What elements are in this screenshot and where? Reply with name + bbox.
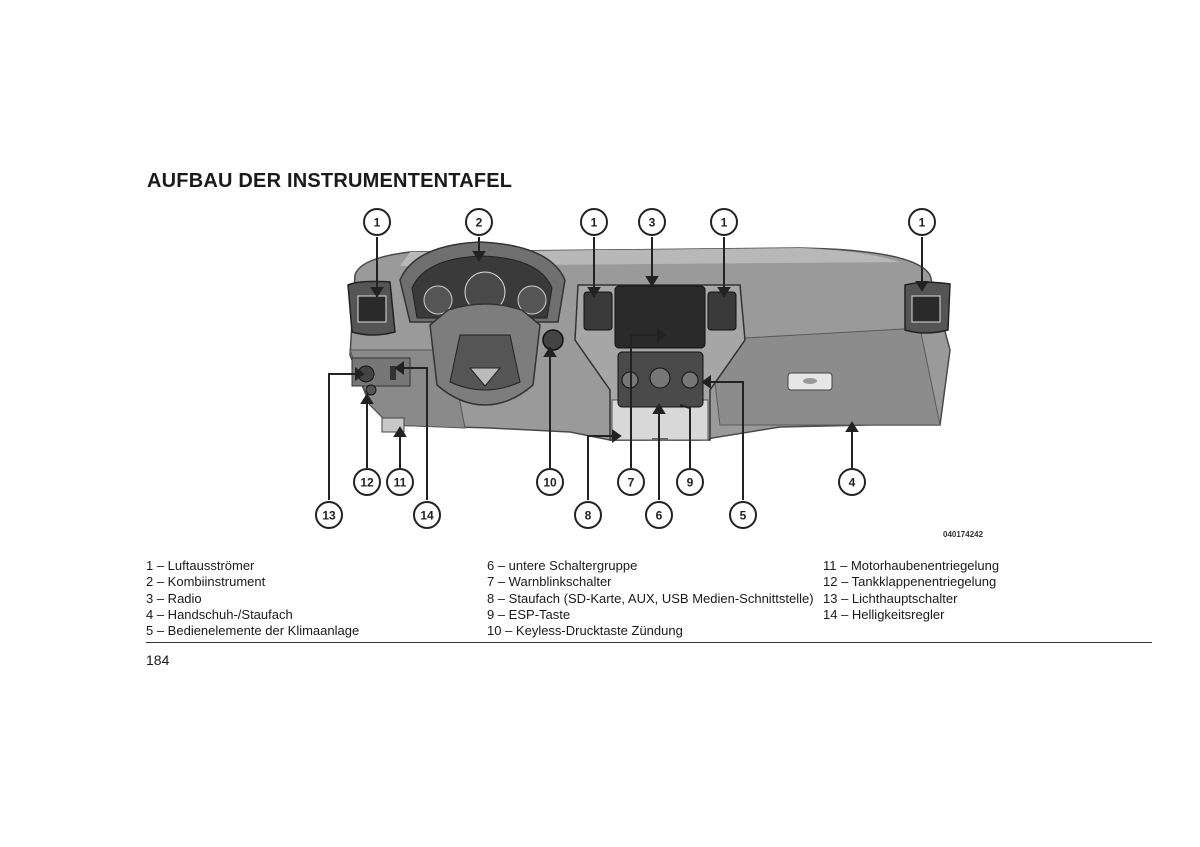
svg-text:9: 9 <box>687 476 694 490</box>
page-number: 184 <box>146 652 170 668</box>
legend-item: 8 – Staufach (SD-Karte, AUX, USB Medien-… <box>487 590 814 606</box>
glovebox-latch <box>803 378 817 384</box>
legend-item: 5 – Bedienelemente der Klimaanlage <box>146 623 360 639</box>
dashboard-illustration: 1 2 1 3 1 1 13 12 11 14 10 8 7 6 9 5 4 <box>300 200 1020 545</box>
center-left-vent <box>583 291 613 331</box>
legend-item: 3 – Radio <box>146 590 202 606</box>
steering-emblem <box>468 367 502 387</box>
fuel-door-release <box>365 384 377 396</box>
svg-text:1: 1 <box>721 216 728 230</box>
svg-text:4: 4 <box>849 476 856 490</box>
legend-item: 10 – Keyless-Drucktaste Zündung <box>487 623 683 639</box>
right-gauge <box>517 285 547 315</box>
climate-knob-center <box>649 367 671 389</box>
page-title: AUFBAU DER INSTRUMENTENTAFEL <box>147 170 513 192</box>
leader-lines <box>328 237 929 500</box>
callout-6: 6 <box>645 501 673 529</box>
callout-9: 9 <box>676 468 704 496</box>
left-gauge <box>423 285 453 315</box>
footer-rule <box>146 642 1152 643</box>
callout-1c: 1 <box>710 208 738 236</box>
svg-text:10: 10 <box>543 476 557 490</box>
legend-item: 14 – Helligkeitsregler <box>823 606 945 622</box>
right-vent-grille <box>911 295 941 323</box>
callout-12: 12 <box>353 468 381 496</box>
center-right-vent <box>707 291 737 331</box>
svg-text:2: 2 <box>476 216 483 230</box>
legend-item: 2 – Kombiinstrument <box>146 574 266 590</box>
legend-item: 1 – Luftausströmer <box>146 558 255 573</box>
legend-item: 4 – Handschuh-/Staufach <box>146 606 293 622</box>
svg-text:12: 12 <box>360 476 374 490</box>
callout-circles: 1 2 1 3 1 1 13 12 11 14 10 8 7 6 9 5 4 <box>315 208 936 529</box>
svg-text:1: 1 <box>919 216 926 230</box>
legend-item: 11 – Motorhaubenentriegelung <box>823 558 1000 573</box>
svg-text:6: 6 <box>656 509 663 523</box>
dashboard-drawing: 1 2 1 3 1 1 13 12 11 14 10 8 7 6 9 5 4 <box>315 208 951 529</box>
callout-14: 14 <box>413 501 441 529</box>
svg-text:11: 11 <box>394 476 407 490</box>
dimmer-switch <box>390 366 396 380</box>
legend-item: 7 – Warnblinkschalter <box>487 574 612 590</box>
callout-2: 2 <box>465 208 493 236</box>
svg-text:5: 5 <box>740 509 747 523</box>
figure-code: 040174242 <box>943 530 984 539</box>
callout-3: 3 <box>638 208 666 236</box>
callout-1d: 1 <box>908 208 936 236</box>
callout-13: 13 <box>315 501 343 529</box>
svg-text:7: 7 <box>628 476 635 490</box>
legend-item: 9 – ESP-Taste <box>487 606 571 622</box>
climate-knob-right <box>681 371 699 389</box>
legend-item: 13 – Lichthauptschalter <box>823 590 958 606</box>
svg-text:1: 1 <box>374 216 381 230</box>
legend-item: 6 – untere Schaltergruppe <box>487 558 638 573</box>
hood-release-handle <box>381 417 405 433</box>
callout-1a: 1 <box>363 208 391 236</box>
legend-column-2: 6 – untere Schaltergruppe 7 – Warnblinks… <box>487 558 814 639</box>
legend-column-1: 1 – Luftausströmer 2 – Kombiinstrument 3… <box>146 558 359 639</box>
callout-4: 4 <box>838 468 866 496</box>
steering-hub <box>449 334 521 391</box>
callout-7: 7 <box>617 468 645 496</box>
radio-screen <box>614 285 706 349</box>
svg-text:8: 8 <box>585 509 592 523</box>
svg-text:14: 14 <box>420 509 434 523</box>
legend-column-3: 11 – Motorhaubenentriegelung 12 – Tankkl… <box>823 558 999 623</box>
callout-10: 10 <box>536 468 564 496</box>
left-vent-grille <box>357 295 387 323</box>
callout-11: 11 <box>386 468 414 496</box>
callout-5: 5 <box>729 501 757 529</box>
svg-text:3: 3 <box>649 216 656 230</box>
engine-start-button <box>542 329 564 351</box>
callout-8: 8 <box>574 501 602 529</box>
svg-text:1: 1 <box>591 216 598 230</box>
svg-text:13: 13 <box>322 509 336 523</box>
legend-item: 12 – Tankklappenentriegelung <box>823 574 997 590</box>
callout-1b: 1 <box>580 208 608 236</box>
